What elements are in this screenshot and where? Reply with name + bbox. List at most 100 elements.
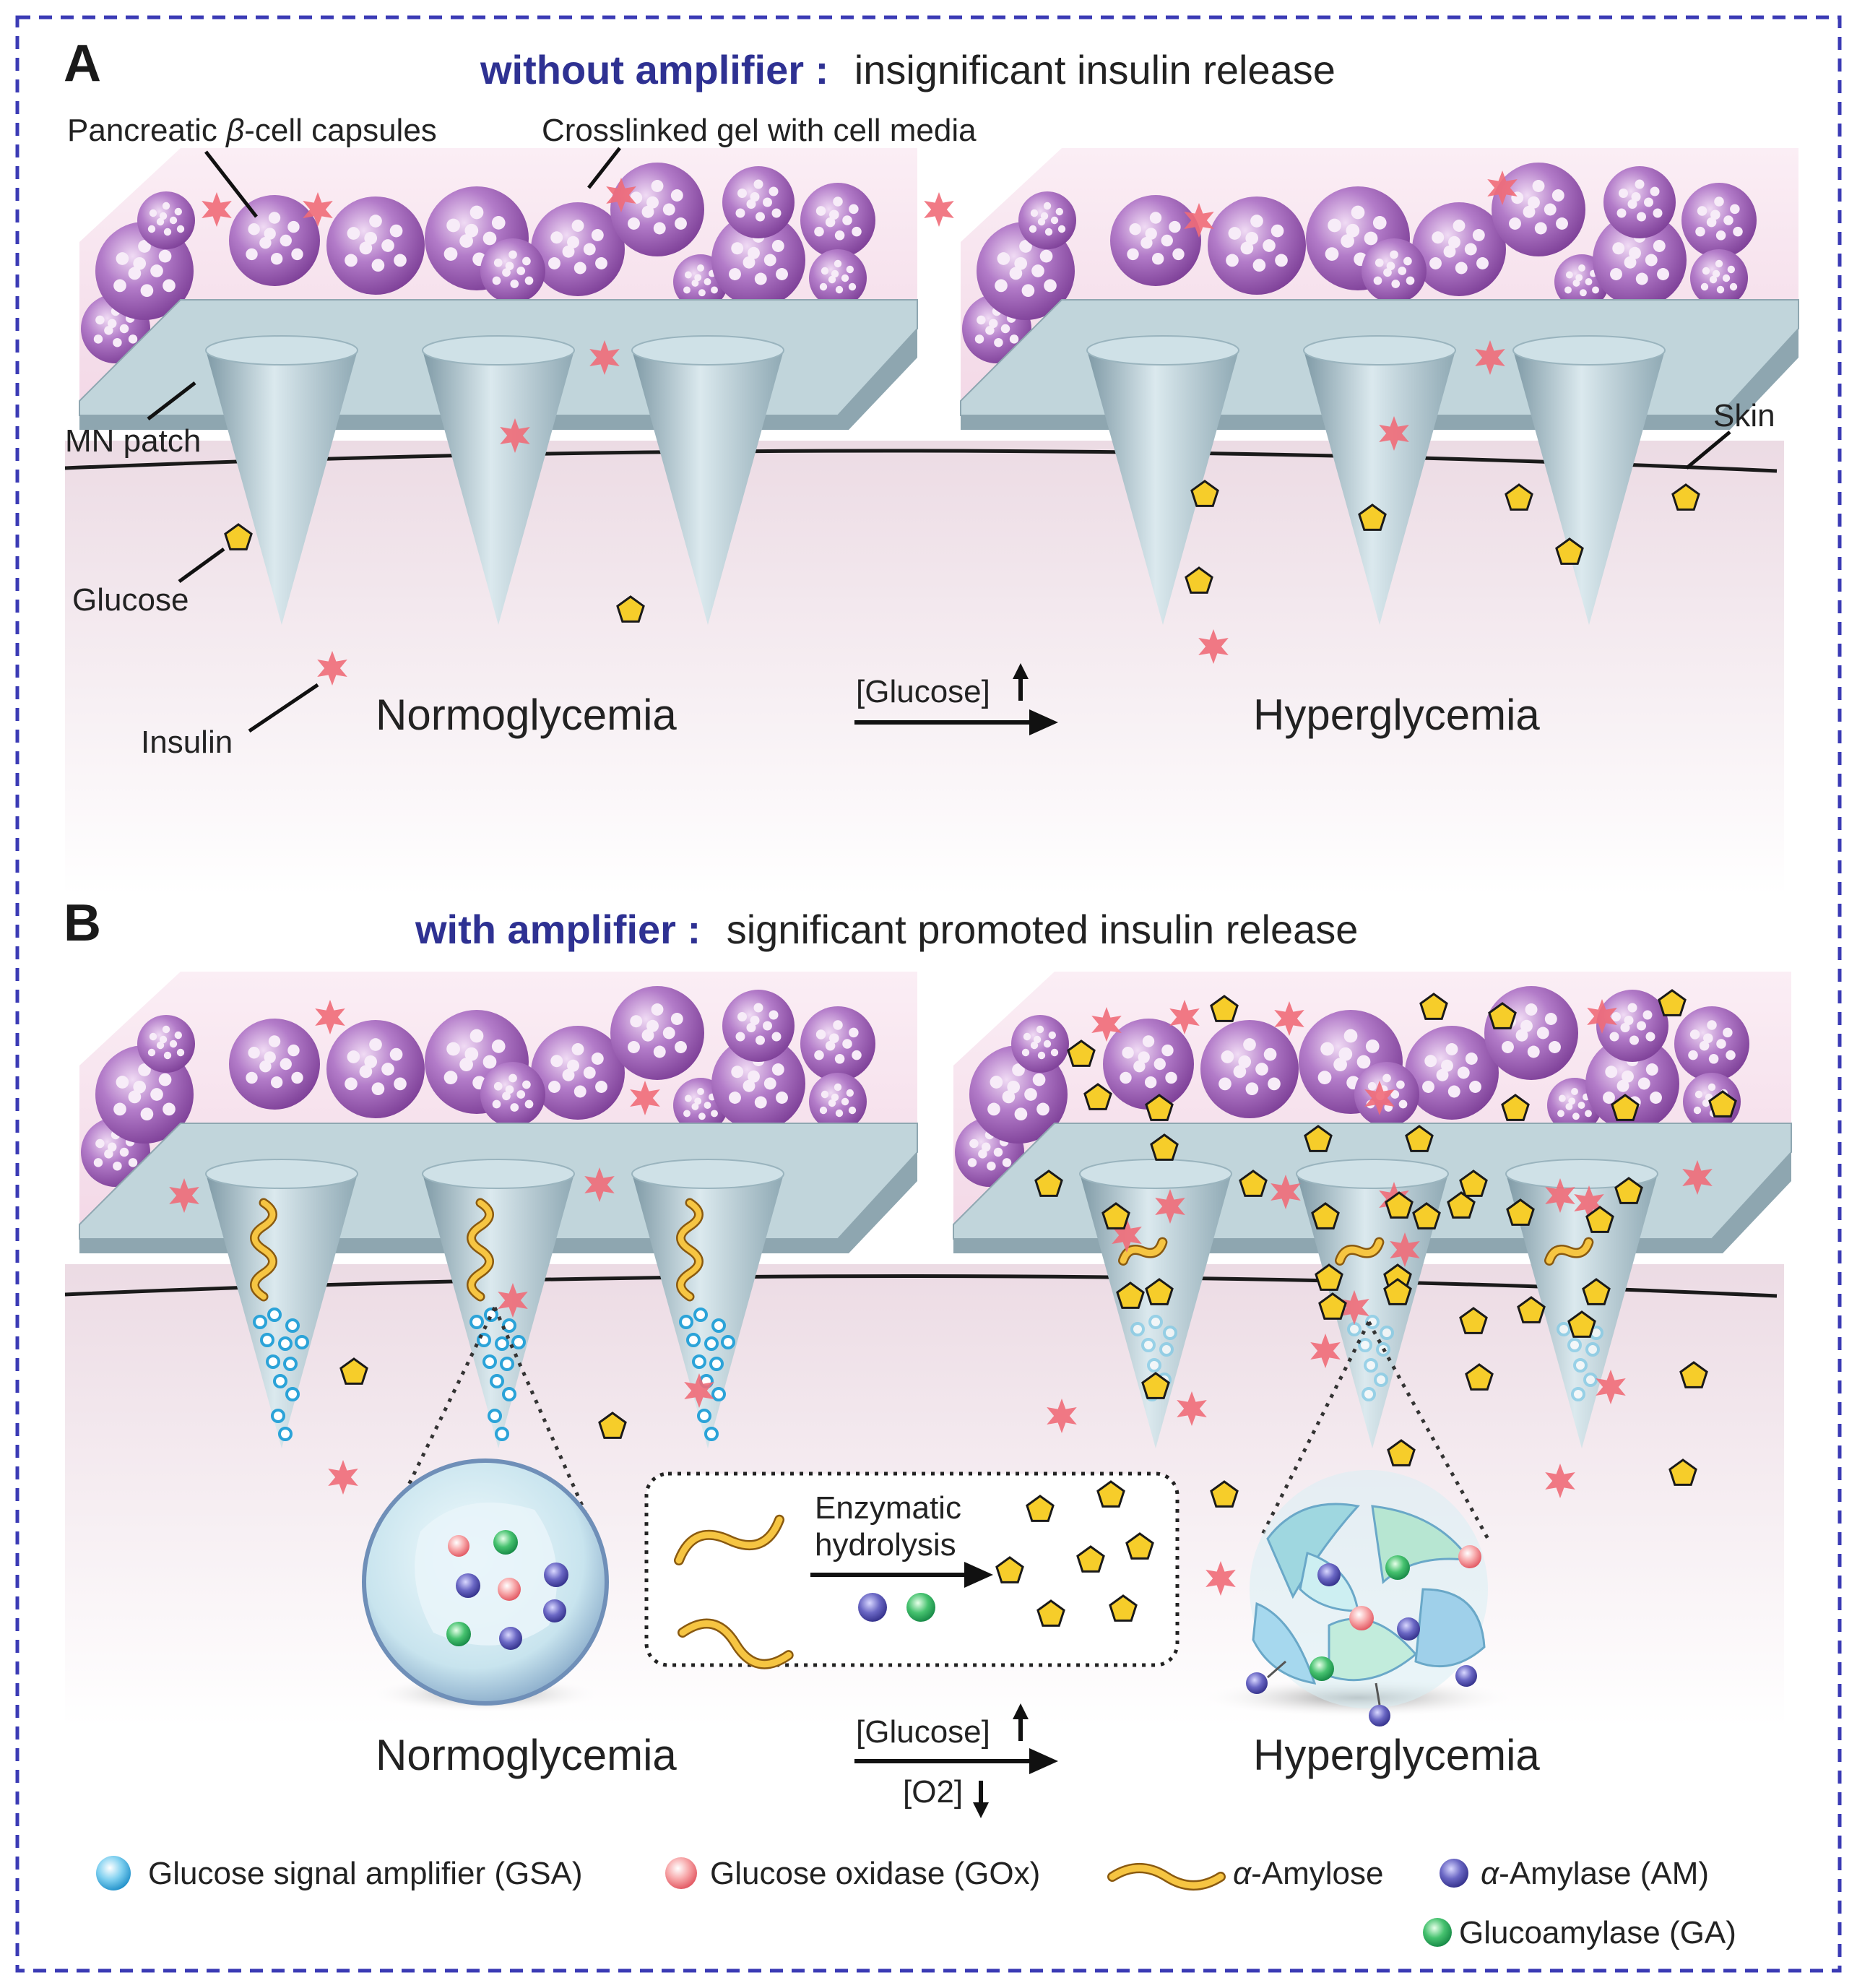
capsule-dot: [524, 276, 534, 285]
capsule-dot: [1688, 1050, 1698, 1060]
gsa-particle: [260, 1333, 274, 1347]
amylose-ribbon: [674, 1514, 785, 1565]
amylose-ribbon: [1118, 1237, 1168, 1266]
capsule-dot: [162, 202, 170, 210]
capsule-dot: [169, 216, 178, 225]
capsule-dot: [1243, 1038, 1256, 1051]
gsa-dissociated-sphere: [1199, 1470, 1517, 1726]
capsule-dot: [1631, 192, 1641, 202]
capsule-dot: [591, 1053, 604, 1065]
capsule-dot: [1453, 220, 1466, 232]
capsule-dot: [369, 1038, 382, 1051]
capsule-dot: [1403, 256, 1412, 266]
panel-a-state-hyper: Hyperglycemia: [1253, 691, 1540, 739]
capsule-dot: [1624, 1016, 1634, 1025]
capsule-dot: [270, 1076, 283, 1089]
capsule-dot: [731, 1066, 744, 1079]
capsule-dot: [995, 279, 1008, 293]
capsule-dot: [381, 239, 394, 252]
capsule-dot: [748, 246, 760, 259]
gsa-particle: [1585, 1342, 1600, 1357]
capsule-dot: [524, 1099, 534, 1109]
capsule-dot: [1429, 257, 1442, 269]
capsule-dot: [831, 269, 839, 278]
capsule-dot: [107, 319, 117, 329]
capsule-dot: [846, 265, 854, 274]
capsule-dot: [1007, 1080, 1021, 1094]
capsule-dot: [1635, 179, 1645, 189]
capsule-dot: [347, 1050, 360, 1063]
capsule-dot: [1226, 254, 1239, 267]
capsule-dot: [469, 1029, 484, 1043]
capsule-dot: [158, 1073, 172, 1086]
capsule-dot: [756, 1035, 765, 1045]
glucose-pentagon: [1465, 1363, 1494, 1391]
capsule-dot: [776, 1092, 788, 1104]
insulin-star: [315, 1000, 345, 1034]
capsule-dot: [1708, 1054, 1719, 1064]
capsule-dot: [1723, 1027, 1733, 1038]
microneedle-cone: [206, 1174, 358, 1448]
insulin-star: [606, 178, 636, 212]
capsule-dot: [1120, 1071, 1132, 1084]
legend-amylose-prefix: α: [1233, 1856, 1252, 1891]
callout-line: [147, 381, 196, 420]
glucose-pentagon: [1145, 1094, 1174, 1121]
capsule-dot: [1351, 205, 1365, 220]
capsule-dot: [1252, 259, 1266, 272]
capsule-dot: [571, 1043, 584, 1055]
capsule-dot: [1228, 227, 1242, 240]
gsa-particle: [692, 1354, 706, 1369]
ribbon-core: [1546, 1239, 1592, 1264]
capsule-dot: [828, 275, 836, 284]
capsule-dot: [1637, 212, 1646, 222]
capsule-dot: [174, 207, 182, 216]
capsule-dot: [1328, 218, 1341, 233]
glucose-pentagon: [1419, 993, 1448, 1020]
gsa-particle: [283, 1357, 298, 1371]
capsule-dot: [691, 279, 699, 287]
capsule-dot: [595, 1081, 607, 1093]
capsule-dot: [988, 319, 998, 329]
ribbon-core: [1120, 1239, 1166, 1264]
capsule-dot: [591, 229, 604, 241]
gsa-particle: [704, 1427, 719, 1441]
label-skin: Skin: [1713, 398, 1775, 433]
capsule-dot: [1014, 256, 1028, 270]
mn-plate-side: [79, 1152, 917, 1253]
capsule-dot: [1044, 279, 1057, 293]
capsule-dot: [113, 1102, 126, 1116]
insulin-star: [1169, 1000, 1200, 1034]
capsule-dot: [698, 1112, 706, 1120]
gsa-particle: [266, 1354, 280, 1369]
capsule-dot: [821, 1090, 829, 1099]
capsule-dot: [1250, 215, 1263, 228]
legend-ga-swatch: [1423, 1918, 1452, 1947]
gsa-particle: [490, 1374, 504, 1388]
capsule-dot: [769, 1010, 779, 1020]
capsule-dot: [694, 1097, 702, 1105]
panel-a-title: without amplifier : insignificant insuli…: [480, 47, 1336, 92]
capsule-dot: [1706, 217, 1717, 228]
capsule-dot: [684, 1094, 692, 1102]
capsule-dot: [1271, 224, 1284, 238]
glucose-pentagon: [1315, 1263, 1343, 1291]
capsule-dot: [1138, 1051, 1150, 1063]
panel-b-arrow-label-bottom: [O2]: [903, 1774, 963, 1810]
glucose-pentagon: [1034, 1170, 1063, 1197]
cell-capsule: [326, 196, 425, 295]
capsule-dot: [1391, 280, 1401, 288]
capsule-dot: [381, 1063, 394, 1076]
glucose-pentagon: [1185, 566, 1213, 594]
glucose-pentagon: [1668, 1458, 1697, 1486]
capsule-dot: [138, 1063, 151, 1076]
capsule-dot: [981, 1142, 991, 1152]
glucose-pentagon: [1614, 1177, 1643, 1204]
capsule-dot: [1129, 223, 1141, 235]
capsule-dot: [1169, 220, 1181, 233]
cone-top: [631, 1159, 784, 1189]
capsule-dot: [482, 1055, 497, 1069]
cell-capsule: [1674, 1006, 1749, 1081]
capsule-dot: [1609, 1032, 1619, 1042]
capsule-dot: [1021, 1048, 1030, 1057]
